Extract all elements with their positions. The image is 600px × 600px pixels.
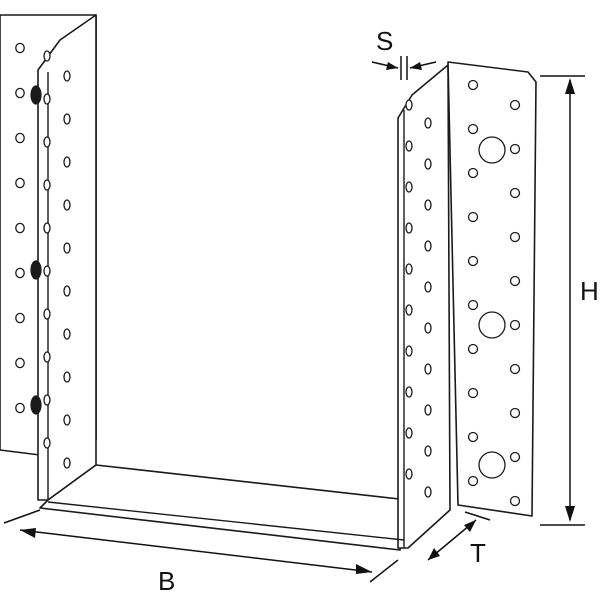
nail-hole: [43, 136, 51, 148]
nail-hole: [63, 457, 71, 469]
nail-hole: [63, 113, 71, 125]
nail-hole: [509, 275, 521, 287]
nail-hole: [43, 394, 51, 406]
nail-hole: [63, 285, 71, 297]
nail-hole: [509, 187, 521, 199]
nail-hole: [43, 50, 51, 62]
nail-hole: [509, 407, 521, 419]
nail-hole: [467, 79, 479, 91]
dimension-h: H: [540, 75, 599, 526]
nail-hole: [424, 363, 432, 375]
left-side-holes: [43, 50, 71, 469]
nail-hole: [467, 387, 479, 399]
nail-hole: [43, 179, 51, 191]
bolt-hole: [30, 395, 42, 415]
bolt-hole: [478, 451, 506, 479]
nail-hole: [63, 156, 71, 168]
nail-hole: [43, 437, 51, 449]
nail-hole: [467, 299, 479, 311]
nail-hole: [424, 322, 432, 334]
nail-hole: [63, 70, 71, 82]
nail-hole: [509, 231, 521, 243]
nail-hole: [424, 240, 432, 252]
nail-hole: [15, 312, 25, 324]
nail-hole: [405, 263, 413, 275]
nail-hole: [15, 132, 25, 144]
nail-hole: [424, 158, 432, 170]
dimension-h-label: H: [580, 276, 599, 306]
nail-hole: [63, 328, 71, 340]
nail-hole: [467, 343, 479, 355]
nail-hole: [405, 386, 413, 398]
dimension-b-label: B: [158, 566, 175, 596]
nail-hole: [63, 371, 71, 383]
right-side-holes: [405, 99, 432, 498]
left-flange-holes: [15, 42, 42, 415]
nail-hole: [424, 404, 432, 416]
right-flange-holes: [467, 79, 521, 507]
nail-hole: [467, 123, 479, 135]
nail-hole: [424, 199, 432, 211]
nail-hole: [43, 93, 51, 105]
nail-hole: [63, 242, 71, 254]
nail-hole: [63, 414, 71, 426]
nail-hole: [15, 402, 25, 414]
bolt-hole: [30, 85, 42, 105]
dimension-s-label: S: [376, 26, 393, 56]
nail-hole: [43, 351, 51, 363]
nail-hole: [15, 357, 25, 369]
nail-hole: [15, 42, 25, 54]
nail-hole: [467, 475, 479, 487]
nail-hole: [405, 304, 413, 316]
nail-hole: [405, 181, 413, 193]
nail-hole: [509, 143, 521, 155]
nail-hole: [43, 222, 51, 234]
nail-hole: [15, 177, 25, 189]
nail-hole: [424, 445, 432, 457]
nail-hole: [405, 427, 413, 439]
nail-hole: [63, 199, 71, 211]
right-back-flange: [447, 61, 537, 517]
bolt-hole: [30, 260, 42, 280]
nail-hole: [467, 211, 479, 223]
nail-hole: [467, 431, 479, 443]
nail-hole: [405, 468, 413, 480]
nail-hole: [15, 267, 25, 279]
nail-hole: [509, 495, 521, 507]
seat-inner-edge: [47, 501, 405, 541]
nail-hole: [509, 451, 521, 463]
nail-hole: [405, 222, 413, 234]
nail-hole: [405, 345, 413, 357]
nail-hole: [509, 319, 521, 331]
nail-hole: [509, 363, 521, 375]
nail-hole: [424, 486, 432, 498]
nail-hole: [424, 117, 432, 129]
nail-hole: [405, 99, 413, 111]
left-side-plate: [37, 14, 97, 501]
nail-hole: [467, 255, 479, 267]
nail-hole: [15, 87, 25, 99]
nail-hole: [424, 281, 432, 293]
dimension-s: S: [371, 26, 437, 80]
bolt-hole: [478, 136, 506, 164]
dimension-t-label: T: [470, 538, 486, 568]
dimension-b: B: [3, 509, 399, 596]
nail-hole: [405, 140, 413, 152]
nail-hole: [15, 222, 25, 234]
nail-hole: [509, 99, 521, 111]
bolt-hole: [478, 311, 506, 339]
nail-hole: [467, 167, 479, 179]
dimension-t: T: [427, 511, 491, 568]
nail-hole: [43, 308, 51, 320]
nail-hole: [43, 265, 51, 277]
